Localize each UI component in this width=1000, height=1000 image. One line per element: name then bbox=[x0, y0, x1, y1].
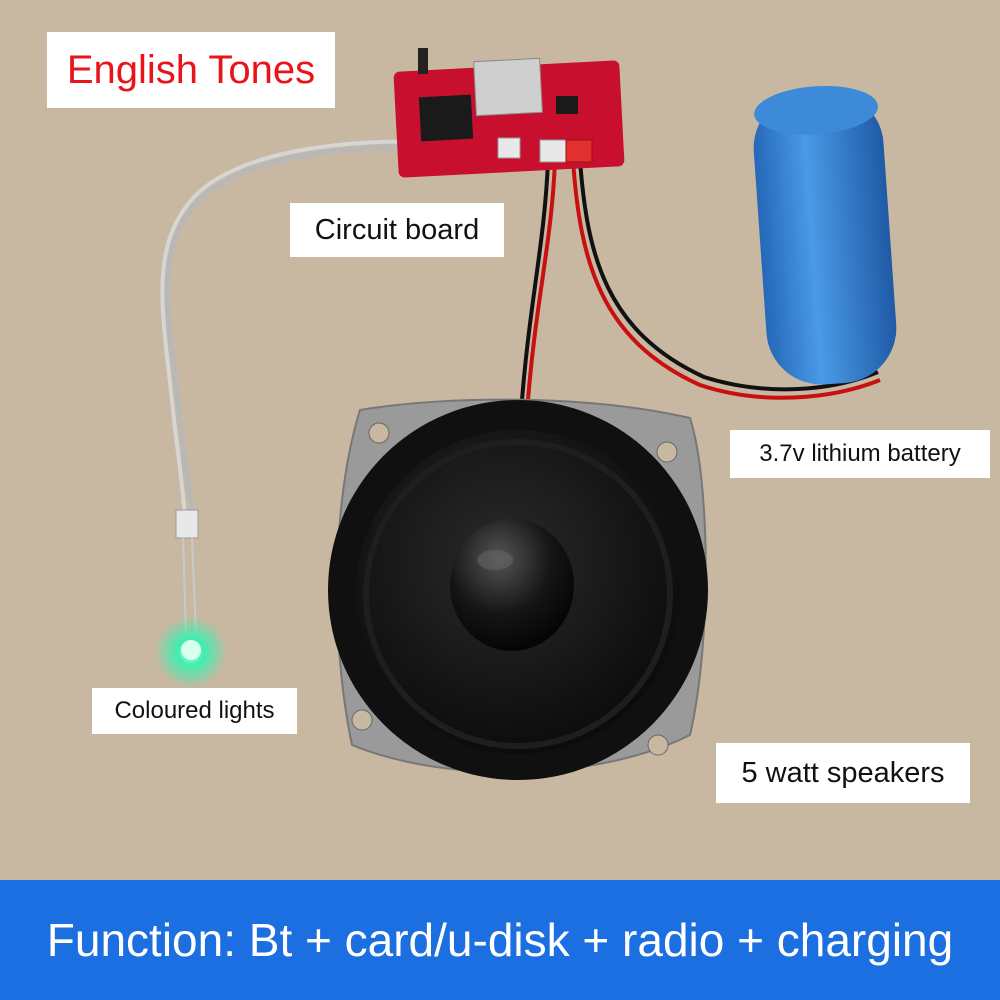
circuit-board-label: Circuit board bbox=[290, 203, 504, 257]
battery-wire bbox=[571, 159, 881, 400]
speaker-label: 5 watt speakers bbox=[716, 743, 970, 803]
circuit-board bbox=[393, 48, 625, 178]
speaker bbox=[328, 398, 708, 780]
english-tones-label: English Tones bbox=[47, 32, 335, 108]
led-wire bbox=[165, 144, 496, 523]
lithium-battery bbox=[753, 85, 897, 385]
function-banner-text: Function: Bt + card/u-disk + radio + cha… bbox=[46, 914, 954, 966]
battery-label: 3.7v lithium battery bbox=[730, 430, 990, 478]
product-photo: English Tones Circuit board 3.7v lithium… bbox=[0, 0, 1000, 880]
function-banner: Function: Bt + card/u-disk + radio + cha… bbox=[0, 880, 1000, 1000]
speaker-wire bbox=[520, 159, 550, 401]
photo-illustration bbox=[155, 48, 897, 780]
led-connector bbox=[175, 509, 199, 539]
coloured-lights-label: Coloured lights bbox=[92, 688, 297, 734]
